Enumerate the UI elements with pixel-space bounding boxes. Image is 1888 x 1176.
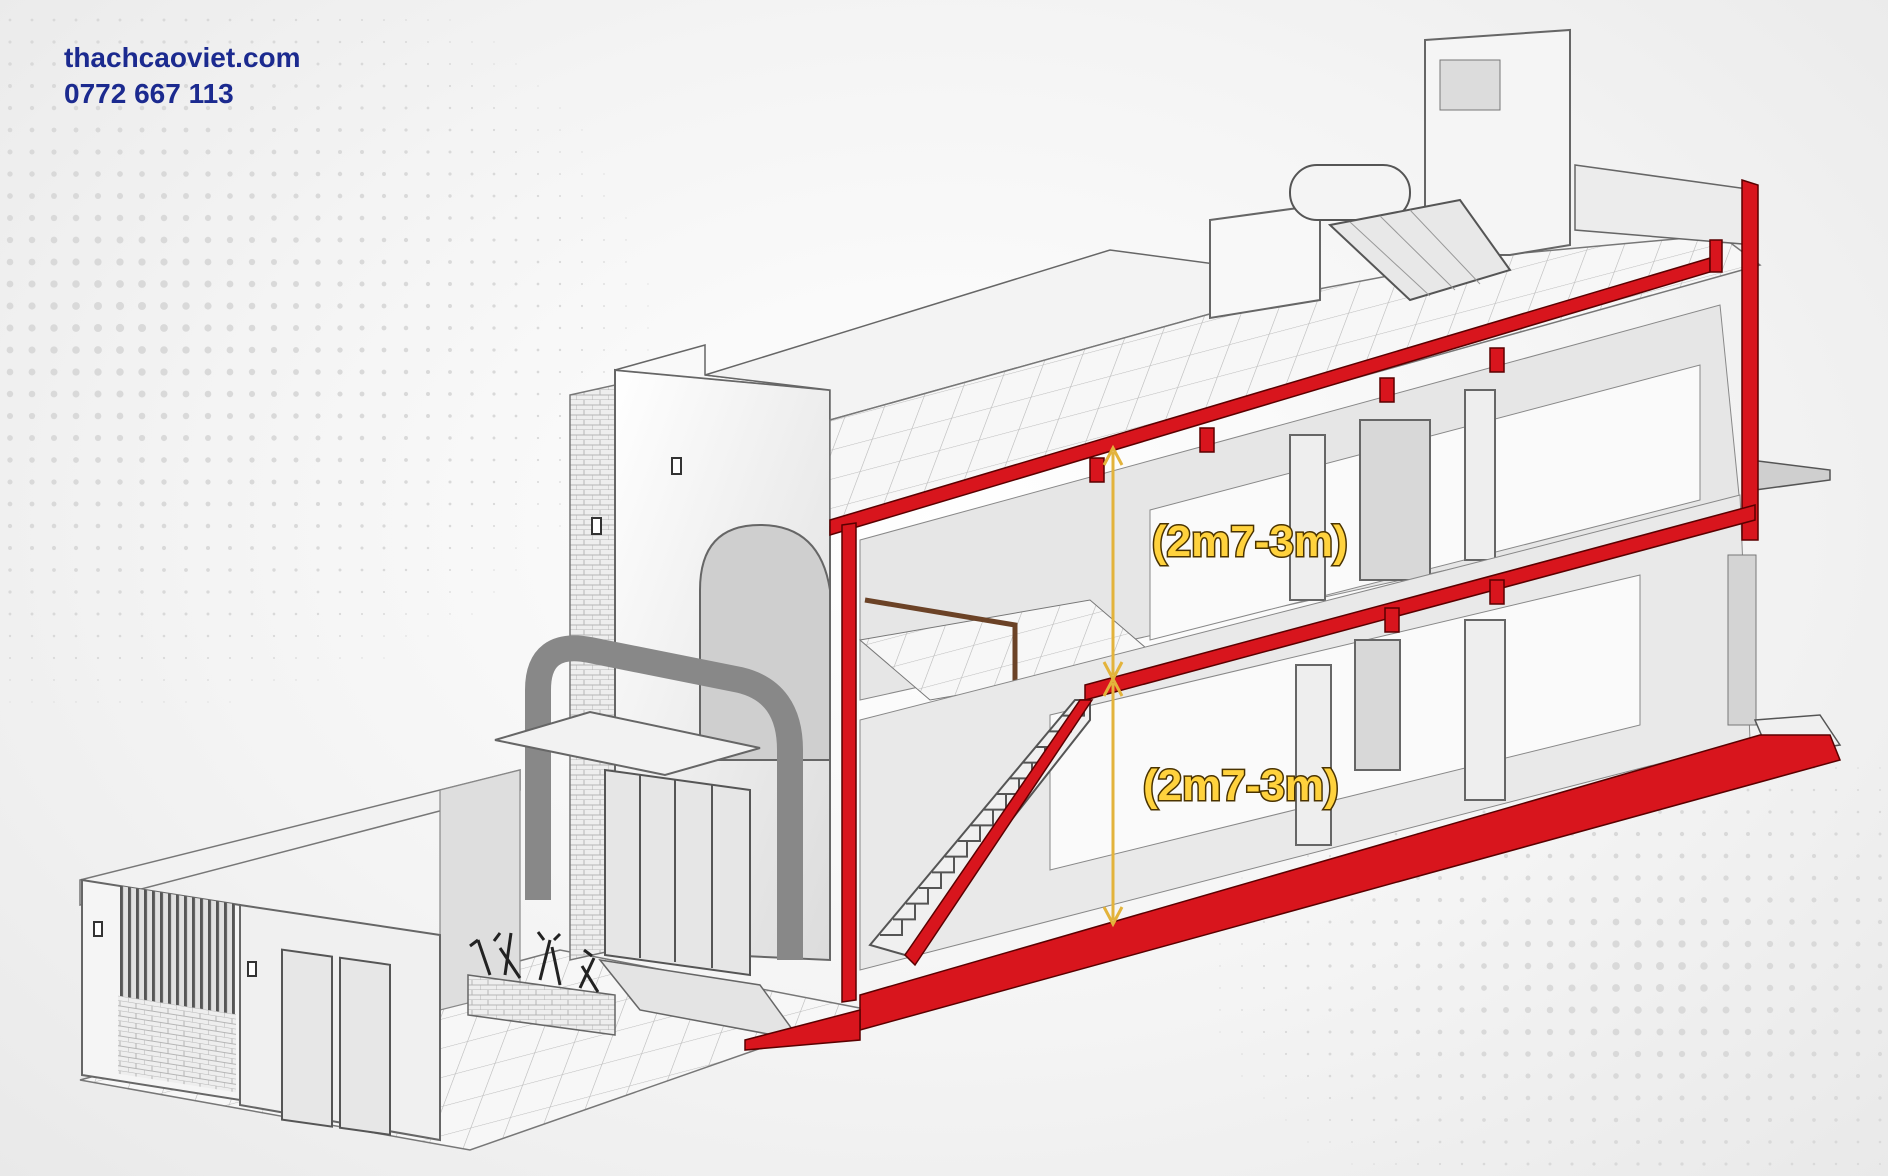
upper-floor [858, 304, 1831, 955]
upper-window [1359, 419, 1431, 581]
wall-lamp-icon [591, 517, 602, 535]
gate-door-right [339, 956, 391, 1136]
stair-stringer-cut [904, 699, 1094, 967]
rear-stone-wall [1727, 554, 1757, 726]
beam-cuts [1089, 347, 1505, 633]
ground-door-2 [1464, 619, 1506, 801]
phone-number: 0772 667 113 [64, 78, 234, 109]
roof-parapet-cut [1709, 239, 1723, 273]
stair-tower-window [1439, 59, 1501, 111]
upper-slab-cut [1084, 504, 1756, 701]
upper-door-2 [1464, 389, 1496, 561]
ground-window [1354, 639, 1401, 771]
wall-lamp-icon [247, 961, 257, 977]
brick-base [118, 995, 236, 1093]
plant-icon [467, 931, 616, 1036]
arch-opening [699, 523, 831, 761]
website-link[interactable]: thachcaoviet.com [64, 42, 301, 73]
entrance-step-cut [744, 1009, 861, 1051]
front-wall-cut [841, 522, 857, 1003]
wall-lamp-icon [671, 457, 682, 475]
front-facade [467, 344, 831, 1042]
brand-block: thachcaoviet.com 0772 667 113 [64, 40, 301, 112]
gate-door-left [281, 948, 333, 1128]
yard-far-wall [439, 769, 521, 1011]
upper-floor-height-label: (2m7-3m) [1152, 517, 1348, 566]
roof-rear-wall [1574, 164, 1756, 246]
section-cut [744, 178, 1842, 1051]
dimension-ground: (2m7-3m) [1102, 675, 1340, 928]
ground-floor-height-label: (2m7-3m) [1143, 761, 1339, 810]
slatted-gate-panel [120, 886, 235, 1015]
dimension-upper: (2m7-3m) [1102, 444, 1349, 683]
entrance-canopy [494, 710, 761, 777]
balcony-slab [1749, 459, 1831, 491]
solar-water-heater-icon [1289, 164, 1512, 302]
upper-door-1 [1289, 434, 1326, 601]
tank-box [1209, 203, 1321, 320]
rear-wall-cut [1741, 178, 1759, 541]
ground-door-1 [1295, 664, 1332, 846]
glass-doors [604, 768, 751, 977]
entrance-frame [525, 635, 803, 960]
wall-lamp-icon [93, 921, 103, 937]
ground-floor [859, 494, 1842, 971]
front-gate-wall [81, 878, 441, 1142]
